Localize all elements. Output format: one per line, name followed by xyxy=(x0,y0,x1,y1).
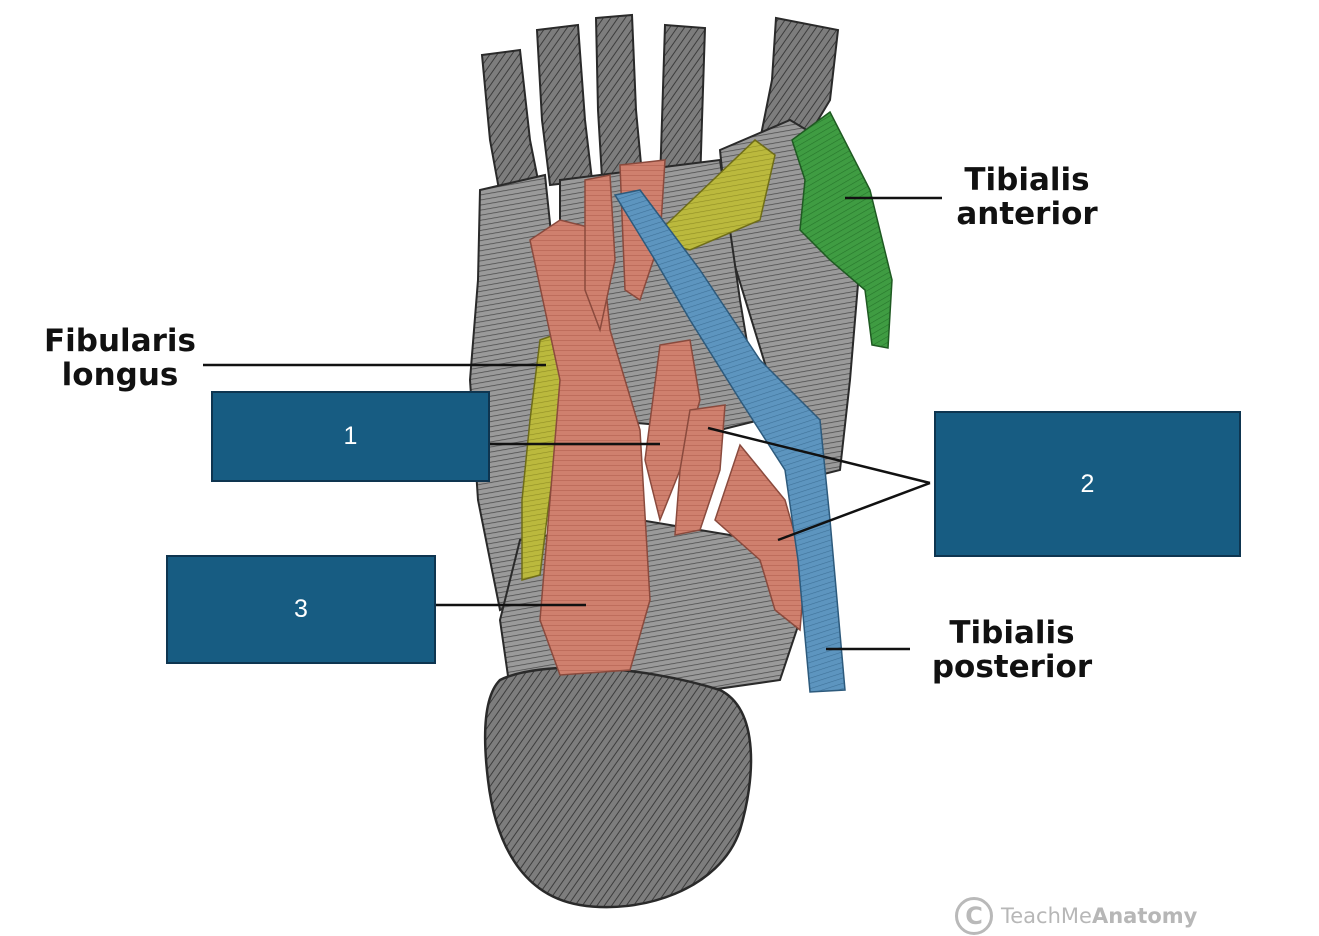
leader-box-2-lower xyxy=(777,481,931,542)
label-tibialis-posterior-line1: Tibialis xyxy=(949,615,1075,651)
label-tibialis-posterior-line2: posterior xyxy=(931,649,1093,685)
label-fibularis-longus: Fibularis longus xyxy=(40,324,200,392)
copyright-logo-icon: C xyxy=(955,897,993,935)
leader-box-2-upper xyxy=(707,426,931,485)
label-tibialis-anterior: Tibialis anterior xyxy=(952,163,1102,231)
watermark-brand-bold: Anatomy xyxy=(1091,904,1198,928)
calcaneus-bone xyxy=(483,666,753,909)
answer-box-2[interactable]: 2 xyxy=(934,411,1241,557)
label-fibularis-longus-line1: Fibularis xyxy=(44,323,196,359)
tibialis-anterior-tendon xyxy=(791,110,893,349)
tibialis-posterior-tendon xyxy=(613,189,846,693)
label-tibialis-anterior-line1: Tibialis xyxy=(964,162,1090,198)
watermark-brand-regular: TeachMe xyxy=(1001,904,1092,928)
answer-box-3[interactable]: 3 xyxy=(166,555,436,664)
label-tibialis-posterior: Tibialis posterior xyxy=(926,616,1098,684)
label-fibularis-longus-line2: longus xyxy=(61,357,179,393)
label-tibialis-anterior-line2: anterior xyxy=(956,196,1098,232)
answer-box-1[interactable]: 1 xyxy=(211,391,490,482)
